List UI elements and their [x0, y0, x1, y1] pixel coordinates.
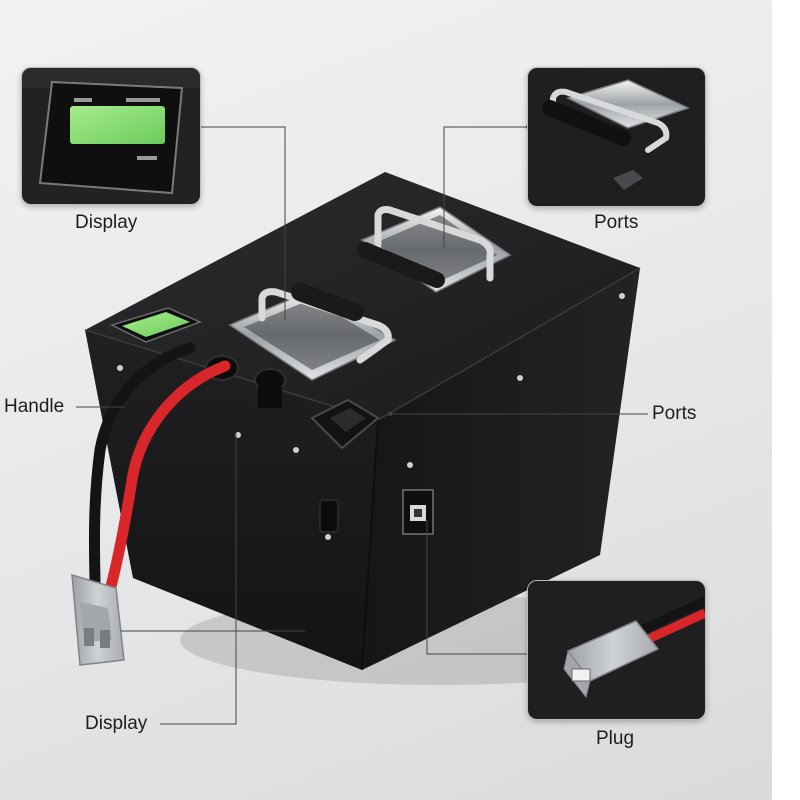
anderson-connector	[71, 573, 125, 666]
side-port	[402, 489, 434, 535]
label-display-top: Display	[75, 212, 138, 233]
cable-glands	[205, 355, 286, 408]
cables	[88, 342, 231, 596]
inset-plug	[527, 580, 706, 720]
right-margin	[772, 0, 800, 800]
label-ports-right: Ports	[652, 403, 697, 424]
cable-black	[88, 342, 196, 591]
rear-handle	[357, 206, 512, 293]
cable-red	[104, 360, 231, 596]
inset-display	[21, 67, 201, 205]
label-display-bottom: Display	[85, 713, 148, 734]
front-handle	[228, 283, 397, 381]
leader-lines	[76, 126, 648, 725]
inset-ports	[527, 67, 706, 207]
battery-side-face	[362, 268, 640, 670]
label-handle: Handle	[4, 396, 65, 417]
screws	[117, 293, 625, 540]
label-plug: Plug	[596, 728, 635, 749]
box-display	[109, 307, 203, 343]
top-port	[310, 398, 380, 450]
side-switch	[319, 499, 339, 533]
label-ports-top: Ports	[594, 212, 639, 233]
